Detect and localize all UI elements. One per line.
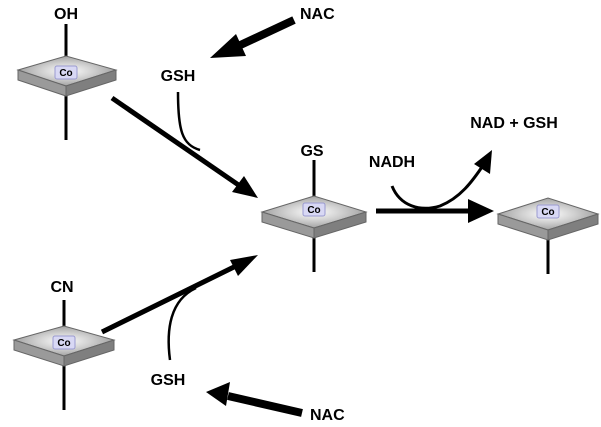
nadh-label: NADH <box>369 154 415 171</box>
glutathionyl-ligand-label: GS <box>300 143 323 160</box>
hydroxo-ligand-label: OH <box>54 6 78 23</box>
cyanocobalamin-complex: Co CN <box>12 279 116 410</box>
cobalt-label: Co <box>541 207 554 218</box>
cobalt-label: Co <box>307 205 320 216</box>
hydroxocobalamin-complex: Co OH <box>16 6 118 140</box>
reaction-arrow-cyano-to-gs <box>100 255 258 361</box>
gsh-label-top: GSH <box>161 68 196 85</box>
nac-arrow-top <box>210 16 296 58</box>
cobalt-label: Co <box>57 338 70 349</box>
reaction-arrow-gs-to-reduced <box>376 150 494 223</box>
glutathionylcobalamin-complex: Co GS <box>260 143 368 272</box>
cobalt-label: Co <box>59 68 72 79</box>
reaction-arrow-hydroxo-to-gs <box>110 91 258 198</box>
nac-label-bottom: NAC <box>310 407 345 424</box>
reduced-cobalamin-complex: Co <box>496 197 600 274</box>
nac-label-top: NAC <box>300 6 335 23</box>
nac-arrow-bottom <box>206 382 303 417</box>
gsh-label-bottom: GSH <box>151 372 186 389</box>
cyano-ligand-label: CN <box>50 279 73 296</box>
products-label: NAD + GSH <box>470 115 558 132</box>
